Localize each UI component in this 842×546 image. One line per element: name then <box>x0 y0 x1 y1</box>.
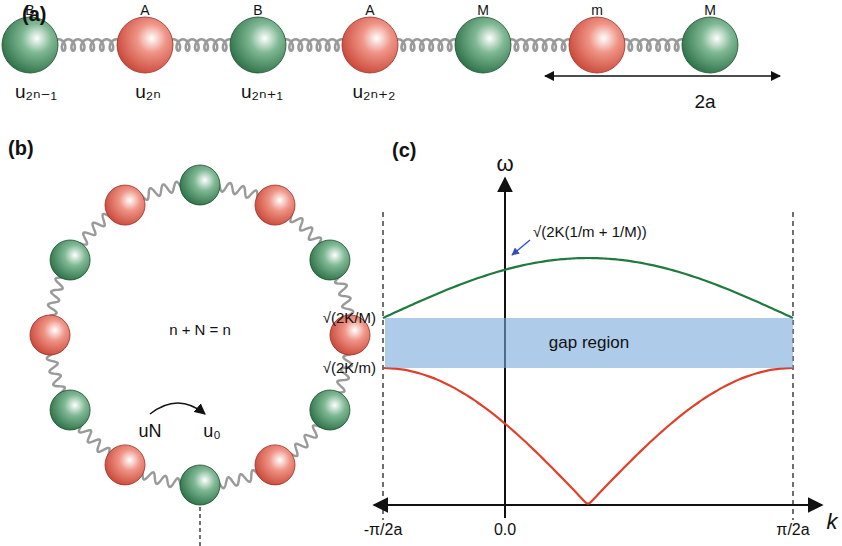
spring <box>619 39 688 51</box>
ring-condition-label: n + N = n <box>169 322 231 339</box>
site-label: B <box>25 3 34 18</box>
atom <box>2 17 58 73</box>
mass-label: m <box>591 3 603 18</box>
dimension-arrow <box>545 75 780 76</box>
spring <box>45 180 355 490</box>
tick-label: -π/2a <box>364 521 403 539</box>
optical-branch <box>383 258 793 318</box>
spring <box>392 39 461 51</box>
pointer-arrow <box>512 240 530 255</box>
atom <box>30 315 70 355</box>
atom <box>105 445 145 485</box>
k-axis <box>374 504 822 506</box>
atom <box>50 240 90 280</box>
atom <box>255 185 295 225</box>
spring <box>505 39 575 51</box>
panel-label: (c) <box>392 139 416 161</box>
atom <box>310 390 350 430</box>
atom <box>682 17 738 73</box>
displacement-label: u₀ <box>203 422 220 442</box>
mass-label: M <box>477 3 489 18</box>
displacement-label: u₂ₙ <box>135 82 161 103</box>
displacement-label: uN <box>138 422 161 442</box>
atom <box>2 17 738 73</box>
dashed-line <box>199 507 200 546</box>
frequency-label: √(2K/m) <box>323 360 376 377</box>
atom <box>180 165 220 205</box>
atom <box>342 17 398 73</box>
dimension-label: 2a <box>694 92 715 113</box>
site-label: A <box>365 3 374 18</box>
mass-label: M <box>704 3 716 18</box>
panel-label: (b) <box>8 137 34 159</box>
spring <box>280 39 348 51</box>
axis-label: ω <box>496 152 513 176</box>
periodic-arrow <box>150 403 205 414</box>
atom <box>105 185 145 225</box>
spring <box>52 39 122 51</box>
atom <box>230 17 286 73</box>
site-label: A <box>140 3 149 18</box>
spring <box>45 180 355 490</box>
atom <box>180 465 220 505</box>
displacement-label: u₂ₙ₊₂ <box>353 82 396 103</box>
site-label: B <box>253 3 262 18</box>
tick-label: π/2a <box>776 521 809 539</box>
atom <box>30 165 370 505</box>
spring <box>167 39 236 51</box>
zone-boundary <box>382 212 383 520</box>
displacement-label: u₂ₙ₊₁ <box>241 82 283 103</box>
atom <box>569 17 625 73</box>
region-label: gap region <box>545 332 633 354</box>
atom <box>50 390 90 430</box>
frequency-label: √(2K(1/m + 1/M)) <box>533 224 647 241</box>
atom <box>310 240 350 280</box>
gap-band: gap region <box>385 318 793 368</box>
axis-label: k <box>827 510 838 534</box>
atom <box>117 17 173 73</box>
frequency-label: √(2K/M) <box>323 310 376 327</box>
displacement-label: u₂ₙ₋₁ <box>15 82 57 103</box>
tick-label: 0.0 <box>494 521 516 539</box>
atom <box>455 17 511 73</box>
acoustic-branch <box>383 368 793 504</box>
atom <box>255 445 295 485</box>
